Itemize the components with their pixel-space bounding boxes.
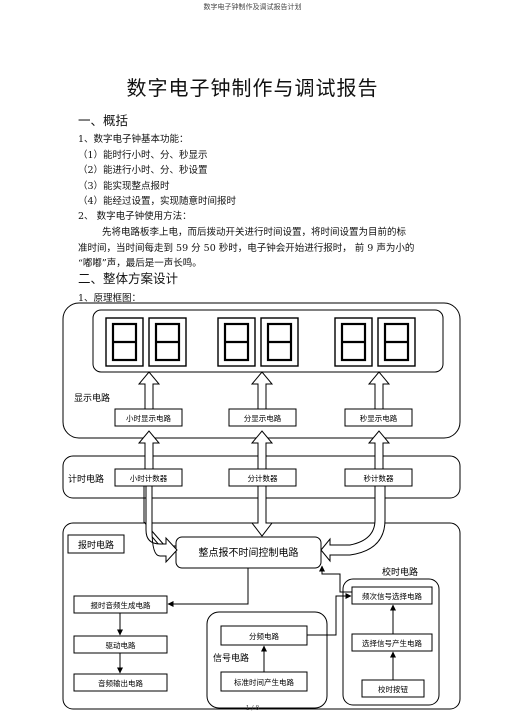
hour-counter-text: 小时计数器 <box>130 473 168 483</box>
select-signal-box <box>351 633 433 652</box>
freq-select-box <box>351 586 433 605</box>
signal-circuit-region <box>206 611 328 709</box>
minute-display-text: 分显示电路 <box>244 413 282 423</box>
display-panel <box>92 309 444 373</box>
overview-item-2: 2、 数字电子钟使用方法： <box>78 211 192 222</box>
calibration-button-text: 校时按钮 <box>378 684 408 694</box>
minute-digits <box>217 317 299 367</box>
chime-audio-gen-text: 报时音频生成电路 <box>91 600 151 610</box>
hour-display-text: 小时显示电路 <box>126 413 171 423</box>
chime-circuit-label: 报时电路 <box>78 539 114 551</box>
driver-text: 驱动电路 <box>106 640 136 650</box>
display-up-arrows <box>137 371 391 410</box>
overview-item-1: 1、数字电子钟基本功能： <box>78 134 189 145</box>
signal-circuit-label: 信号电路 <box>213 652 249 664</box>
counter-to-control-arrows <box>143 485 386 564</box>
freq-select-text: 频次信号选择电路 <box>362 591 422 601</box>
page-header: 数字电子钟制作及调试报告计划 <box>203 3 302 11</box>
minute-counter-text: 分计数器 <box>248 473 278 483</box>
usage-paragraph-line-2: 准时间，当时间每走到 59 分 50 秒时，电子钟会开始进行报时， 前 9 声为… <box>78 243 415 254</box>
usage-paragraph-line-3: “嘟嘟”声，最后是一声长鸣。 <box>78 258 202 269</box>
counter-up-arrows <box>137 430 391 470</box>
page-title: 数字电子钟制作与调试报告 <box>126 76 379 100</box>
calibration-circuit-label: 校时电路 <box>382 566 418 578</box>
second-counter-text: 秒计数器 <box>364 473 394 483</box>
display-circuit-label: 显示电路 <box>74 392 110 404</box>
audio-output-box <box>73 673 168 692</box>
second-display-text: 秒显示电路 <box>360 413 398 423</box>
audio-output-text: 音频输出电路 <box>98 678 143 688</box>
std-time-text: 标准时间产生电路 <box>234 677 294 687</box>
divider-text: 分频电路 <box>249 631 279 641</box>
calibration-circuit-region <box>342 578 440 706</box>
design-item-1: 1、原理框图： <box>78 293 142 304</box>
hour-digits <box>105 317 187 367</box>
chime-circuit-label-box <box>67 534 125 554</box>
timing-circuit-label: 计时电路 <box>68 473 104 485</box>
feature-3: （3）能实现整点报时 <box>78 181 170 192</box>
second-digits <box>334 317 416 367</box>
feature-4: （4）能经过设置，实现随意时间报时 <box>78 196 237 207</box>
feature-2: （2）能进行小时、分、秒设置 <box>78 165 208 176</box>
feature-1: （1）能时行小时、分、秒显示 <box>78 150 208 161</box>
select-signal-text: 选择信号产生电路 <box>362 638 422 648</box>
page-footer: 1 / 8 <box>245 705 260 712</box>
hourly-chime-control-text: 整点报不时间控制电路 <box>199 546 299 559</box>
usage-paragraph-line-1: 先将电路板李上电，而后拨动开关进行时间设置，将时间设置为目前的标 <box>102 227 407 238</box>
section-heading-overview: 一、概括 <box>78 113 129 128</box>
section-heading-design: 二、整体方案设计 <box>78 271 179 286</box>
flow-lines <box>167 565 352 636</box>
